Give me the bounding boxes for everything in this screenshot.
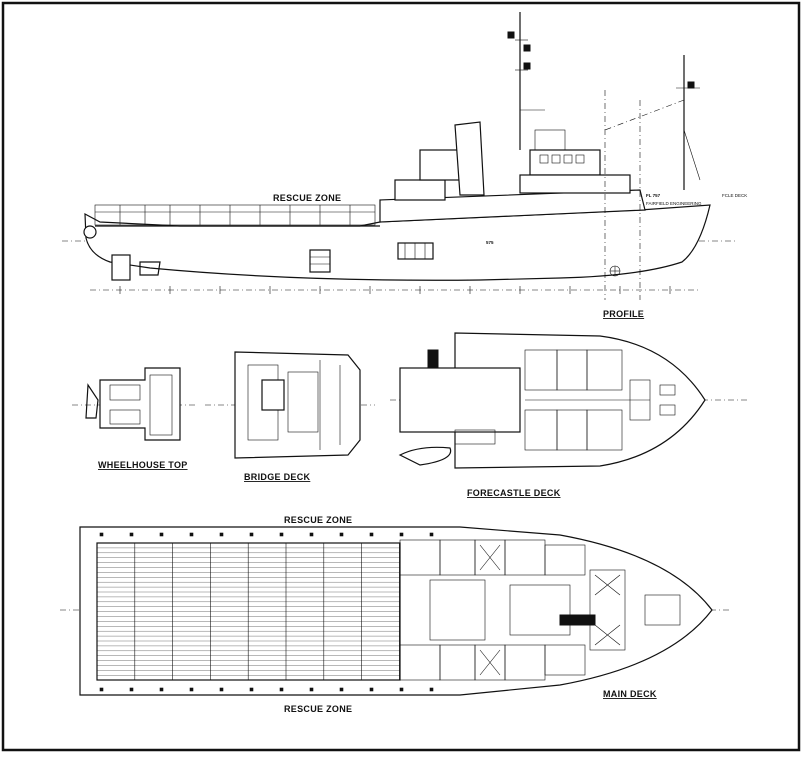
rescue-zone-profile-label: RESCUE ZONE xyxy=(273,193,341,203)
rescue-zone-bottom-label: RESCUE ZONE xyxy=(284,704,352,714)
forecastle-deck-view: FORECASTLE DECK xyxy=(390,332,750,498)
main-deck-view: RESCUE ZONE RESCUE ZONE MAIN DECK xyxy=(60,515,730,714)
main-deck-label: MAIN DECK xyxy=(603,689,657,699)
profile-view: RESCUE ZONE PROFILE FL 757 FAIRFIELD ENG… xyxy=(62,12,747,319)
rescue-zone-top-label: RESCUE ZONE xyxy=(284,515,352,525)
hull-subtext: FAIRFIELD ENGINEERING xyxy=(646,201,702,206)
wheelhouse-top-view: WHEELHOUSE TOP xyxy=(72,367,195,470)
bridge-deck-view: BRIDGE DECK xyxy=(205,351,375,482)
wheelhouse-top-label: WHEELHOUSE TOP xyxy=(98,460,188,470)
forecastle-deck-label: FORECASTLE DECK xyxy=(467,488,561,498)
bridge-deck-label: BRIDGE DECK xyxy=(244,472,311,482)
hull-number-text: FL 757 xyxy=(646,193,661,198)
frame-mark-text: 575 xyxy=(486,240,494,245)
profile-label: PROFILE xyxy=(603,309,644,319)
fcle-deck-text: FCLE DECK xyxy=(722,193,747,198)
